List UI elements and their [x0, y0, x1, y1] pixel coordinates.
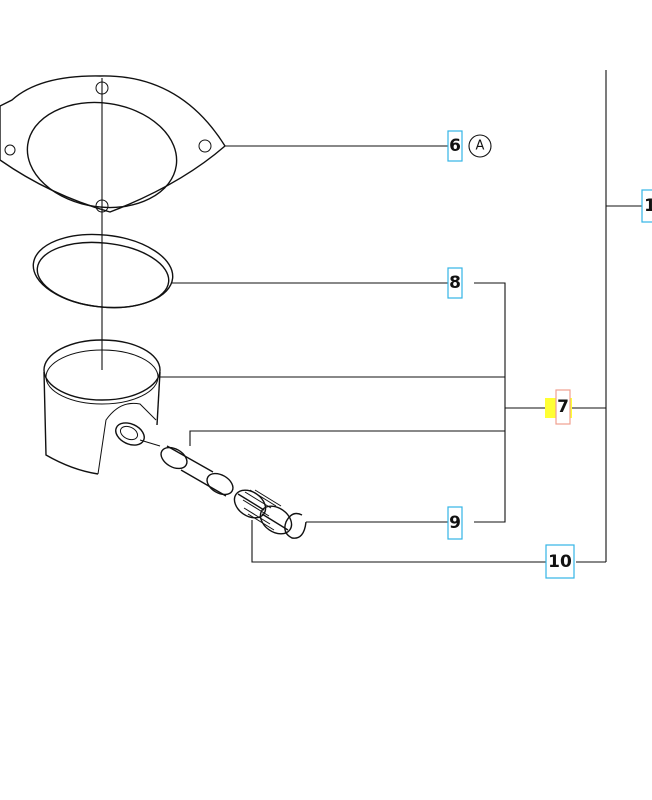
callout-6[interactable]: 6: [447, 130, 463, 162]
reference-marker-label: A: [476, 139, 485, 154]
callout-7[interactable]: 7: [545, 389, 572, 425]
reference-marker-a: A: [468, 134, 492, 158]
cylinder-gasket: [0, 75, 226, 213]
callout-8[interactable]: 8: [447, 267, 463, 299]
callout-10[interactable]: 10: [545, 544, 575, 579]
callout-6-box[interactable]: [447, 130, 463, 162]
reference-marker-circle: [468, 134, 492, 158]
callout-10-box[interactable]: [545, 544, 575, 579]
piston-ring: [32, 233, 174, 309]
callout-7-box[interactable]: [555, 389, 571, 425]
leader-lines: [160, 70, 642, 563]
circlip: [284, 512, 307, 539]
callout-1[interactable]: 1: [641, 189, 652, 223]
callout-9[interactable]: 9: [447, 506, 463, 540]
callout-1-box[interactable]: [641, 189, 652, 223]
callout-9-box[interactable]: [447, 506, 463, 540]
callout-8-box[interactable]: [447, 267, 463, 299]
needle-bearing: [233, 489, 293, 535]
piston-pin: [160, 445, 234, 497]
